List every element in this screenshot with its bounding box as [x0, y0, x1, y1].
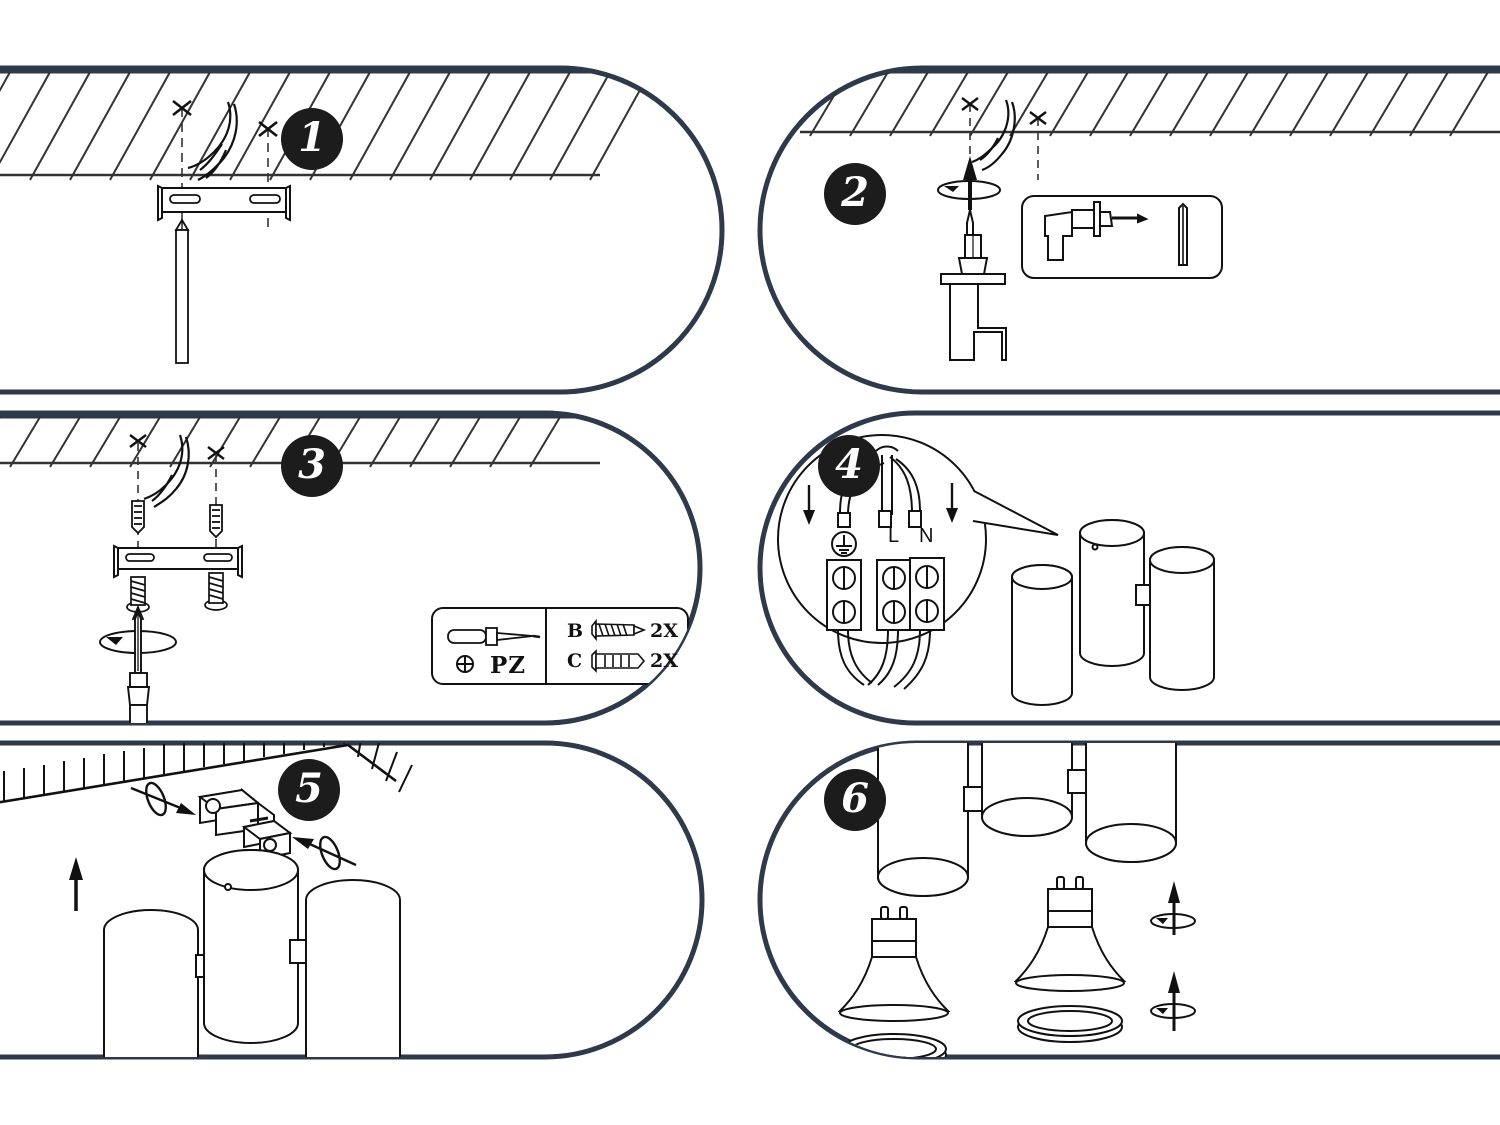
step-badge-2: 2 [824, 163, 886, 225]
screwdriver-3 [126, 608, 151, 723]
panel-border-1 [0, 65, 725, 395]
step-number-5: 5 [295, 765, 323, 812]
ceiling-slab-2 [800, 68, 1500, 137]
step-number-1: 1 [298, 114, 326, 161]
wall-plug-icon [591, 649, 646, 673]
step-badge-3: 3 [281, 435, 343, 497]
step-badge-6: 6 [824, 769, 886, 831]
insert-rotation-arrow-top-6 [1150, 881, 1196, 935]
step-panel-2: 2 [757, 60, 1500, 400]
gu10-bulb-left-6 [837, 906, 951, 1022]
mounting-bracket-5 [197, 787, 293, 861]
drill-inset-box-2 [1021, 195, 1223, 279]
legend-tool-label: PZ [490, 652, 527, 679]
step-panel-4: 4 L N [757, 405, 1500, 730]
step-number-2: 2 [841, 169, 869, 216]
drill-cross-marks-2 [961, 97, 1047, 125]
cross-recess-icon [456, 655, 474, 673]
terminal-block-4 [826, 557, 945, 631]
drill-cross-marks-1 [172, 99, 278, 138]
ceiling-slab-1 [0, 68, 651, 181]
power-drill-icon [1044, 201, 1149, 261]
grub-screw-arrow-left-5 [130, 781, 196, 817]
drill-bit-icon [1178, 202, 1188, 266]
step-number-4: 4 [835, 441, 863, 488]
terminal-label-live: L [888, 525, 900, 547]
retaining-ring-left-6 [841, 1033, 947, 1057]
push-up-arrow-5 [69, 857, 83, 911]
legend-part-code-b: B [567, 620, 584, 642]
mains-cable-1 [187, 101, 238, 181]
magnifier-callout-4 [777, 434, 1059, 644]
screw-right-3 [204, 572, 228, 611]
mains-cable-3 [143, 434, 190, 508]
wall-plug-left-3 [131, 500, 145, 535]
ceiling-hatching-1 [0, 71, 651, 181]
grub-screw-arrow-right-5 [292, 835, 357, 871]
terminal-label-neutral: N [919, 525, 934, 547]
step-panel-1: 1 [0, 60, 730, 400]
step-number-3: 3 [298, 441, 326, 488]
insert-rotation-arrow-bottom-6 [1150, 971, 1196, 1031]
step-panel-3: 3 PZ B C 2X 2X [0, 405, 730, 730]
step-panel-6: 6 [757, 735, 1500, 1065]
screw-icon [591, 618, 647, 642]
gu10-bulb-right-6 [1013, 876, 1127, 992]
insert-arrow-2 [963, 156, 977, 210]
angled-ceiling-5 [0, 743, 413, 837]
legend-part-qty-b: 2X [650, 620, 678, 642]
step-badge-1: 1 [281, 108, 343, 170]
mounting-bracket-1 [157, 184, 291, 222]
mains-cable-2 [971, 99, 1016, 172]
ceiling-hatching-2 [809, 71, 1489, 137]
legend-part-code-c: C [567, 650, 583, 672]
ceiling-slab-3 [0, 413, 600, 468]
rotation-arrow-2 [937, 180, 1001, 200]
mounting-bracket-3 [113, 544, 243, 579]
wires-4 [837, 445, 922, 528]
wall-plug-right-3 [209, 504, 223, 539]
ceiling-hatching-5 [3, 743, 413, 801]
earth-symbol-4 [831, 531, 857, 557]
lamp-bodies-4 [1011, 519, 1215, 706]
pozidriv-screwdriver-icon [447, 627, 541, 646]
lamp-bodies-5 [103, 849, 401, 1057]
parts-legend-3 [431, 607, 689, 685]
insert-arrows-4 [803, 483, 958, 525]
legend-part-qty-c: 2X [650, 650, 678, 672]
step-number-6: 6 [841, 775, 869, 822]
lamp-bodies-6 [877, 743, 1177, 897]
pencil-1 [174, 218, 190, 364]
step-badge-4: 4 [818, 435, 880, 497]
step-badge-5: 5 [278, 759, 340, 821]
step-panel-5: 5 [0, 735, 730, 1065]
drill-tool-2 [940, 209, 1007, 361]
lower-wires-4 [837, 629, 931, 690]
drill-cross-marks-3 [129, 434, 225, 460]
retaining-ring-right-6 [1017, 1005, 1123, 1043]
alignment-lines-1 [181, 108, 269, 230]
